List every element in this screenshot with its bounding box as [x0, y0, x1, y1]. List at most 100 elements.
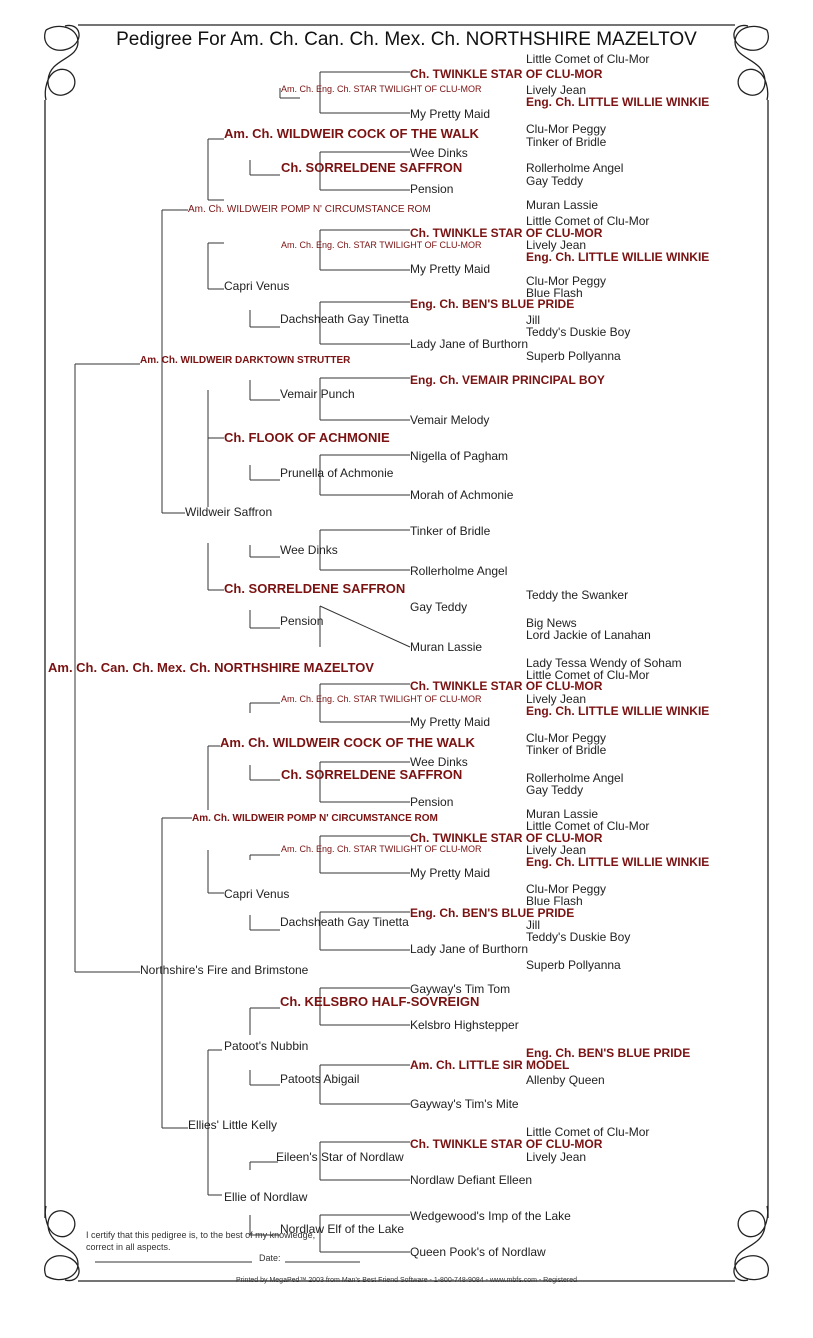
ancestor-name: Pension — [280, 614, 324, 628]
ancestor-name: Teddy's Duskie Boy — [526, 325, 631, 339]
ancestor-name: Muran Lassie — [410, 640, 483, 654]
ancestor-name: Am. Ch. WILDWEIR DARKTOWN STRUTTER — [140, 355, 351, 366]
ancestor-name: Teddy's Duskie Boy — [526, 930, 631, 944]
ancestor-name: Wildweir Saffron — [185, 505, 273, 519]
ancestor-name: Am. Ch. LITTLE SIR MODEL — [410, 1058, 570, 1072]
ancestor-name: Lively Jean — [526, 83, 587, 97]
date-label: Date: — [259, 1253, 281, 1263]
ancestor-name: Big News — [526, 616, 577, 630]
ancestor-name: Clu-Mor Peggy — [526, 274, 607, 288]
ancestor-name: Wedgewood's Imp of the Lake — [410, 1209, 571, 1223]
ancestor-name: Teddy the Swanker — [526, 588, 629, 602]
ancestor-name: Tinker of Bridle — [526, 135, 607, 149]
ancestor-name: Ch. SORRELDENE SAFFRON — [281, 767, 463, 782]
ancestor-name: Am. Ch. WILDWEIR COCK OF THE WALK — [224, 126, 479, 141]
ancestor-name: Lively Jean — [526, 238, 587, 252]
ancestor-name: Eng. Ch. LITTLE WILLIE WINKIE — [526, 95, 710, 109]
ancestor-name: Lady Jane of Burthorn — [410, 942, 529, 956]
ancestor-name: Lively Jean — [526, 843, 587, 857]
ancestor-name: Nordlaw Defiant Elleen — [410, 1173, 533, 1187]
ancestor-name: Eng. Ch. BEN'S BLUE PRIDE — [410, 297, 575, 311]
ancestor-name: Am. Ch. Eng. Ch. STAR TWILIGHT OF CLU-MO… — [281, 84, 482, 94]
ancestor-name: Lively Jean — [526, 1150, 587, 1164]
ancestor-name: Ellies' Little Kelly — [188, 1118, 277, 1132]
ancestor-name: Ch. TWINKLE STAR OF CLU-MOR — [410, 226, 603, 240]
ancestor-name: Little Comet of Clu-Mor — [526, 1125, 650, 1139]
ancestor-name: Gayway's Tim Tom — [410, 982, 511, 996]
subject-dog-name: Am. Ch. Can. Ch. Mex. Ch. NORTHSHIRE MAZ… — [48, 660, 374, 675]
ancestor-name: Eng. Ch. LITTLE WILLIE WINKIE — [526, 250, 710, 264]
certification-text: I certify that this pedigree is, to the … — [86, 1230, 316, 1240]
ancestor-name: Superb Pollyanna — [526, 958, 621, 972]
ancestor-name: Gay Teddy — [410, 600, 468, 614]
ancestor-name: Eng. Ch. VEMAIR PRINCIPAL BOY — [410, 373, 605, 387]
ancestor-name: Ellie of Nordlaw — [224, 1190, 308, 1204]
ancestor-name: Nordlaw Elf of the Lake — [280, 1222, 405, 1236]
ancestor-name: Clu-Mor Peggy — [526, 731, 607, 745]
page-title: Pedigree For Am. Ch. Can. Ch. Mex. Ch. N… — [116, 29, 697, 50]
ancestor-name: Gay Teddy — [526, 783, 584, 797]
ancestor-name: Ch. TWINKLE STAR OF CLU-MOR — [410, 679, 603, 693]
ancestor-name: Wee Dinks — [280, 543, 338, 557]
ancestor-name: Rollerholme Angel — [526, 771, 624, 785]
ancestor-name: Gayway's Tim's Mite — [410, 1097, 519, 1111]
ancestor-name: Eng. Ch. BEN'S BLUE PRIDE — [526, 1046, 691, 1060]
ancestor-name: Vemair Melody — [410, 413, 490, 427]
ancestor-name: Muran Lassie — [526, 807, 599, 821]
ancestor-name: Capri Venus — [224, 887, 290, 901]
ancestor-name: Tinker of Bridle — [410, 524, 491, 538]
ancestor-name: Am. Ch. WILDWEIR POMP N' CIRCUMSTANCE RO… — [192, 813, 438, 824]
ancestor-name: Little Comet of Clu-Mor — [526, 214, 650, 228]
ancestor-name: Blue Flash — [526, 286, 583, 300]
ancestor-name: Am. Ch. Eng. Ch. STAR TWILIGHT OF CLU-MO… — [281, 240, 482, 250]
ancestor-name: Vemair Punch — [280, 387, 355, 401]
ancestor-name: Allenby Queen — [526, 1073, 605, 1087]
ancestor-name: Rollerholme Angel — [410, 564, 508, 578]
ancestor-name: Am. Ch. Eng. Ch. STAR TWILIGHT OF CLU-MO… — [281, 844, 482, 854]
ancestor-name: Patoots Abigail — [280, 1072, 360, 1086]
ancestor-name: Ch. TWINKLE STAR OF CLU-MOR — [410, 67, 603, 81]
ancestor-name: Eng. Ch. LITTLE WILLIE WINKIE — [526, 855, 710, 869]
ancestor-name: Clu-Mor Peggy — [526, 122, 607, 136]
ancestor-name: Pension — [410, 182, 454, 196]
ancestor-name: Superb Pollyanna — [526, 349, 621, 363]
ancestor-name: Tinker of Bridle — [526, 743, 607, 757]
ancestor-name: Am. Ch. Eng. Ch. STAR TWILIGHT OF CLU-MO… — [281, 694, 482, 704]
ancestor-name: My Pretty Maid — [410, 262, 491, 276]
ancestor-name: My Pretty Maid — [410, 107, 491, 121]
ancestor-name: Queen Pook's of Nordlaw — [410, 1245, 546, 1259]
ancestor-name: Pension — [410, 795, 454, 809]
ancestor-name: Am. Ch. WILDWEIR COCK OF THE WALK — [220, 735, 475, 750]
ancestor-name: Rollerholme Angel — [526, 161, 624, 175]
ancestor-name: Jill — [526, 313, 540, 327]
ancestor-name: Muran Lassie — [526, 198, 599, 212]
ancestor-name: Nigella of Pagham — [410, 449, 509, 463]
ancestor-name: Gay Teddy — [526, 174, 584, 188]
ancestor-name: Ch. SORRELDENE SAFFRON — [281, 160, 463, 175]
ancestor-name: Dachsheath Gay Tinetta — [280, 915, 409, 929]
ancestor-name: Morah of Achmonie — [410, 488, 514, 502]
ancestor-name: Kelsbro Highstepper — [410, 1018, 519, 1032]
ancestor-name: Lady Tessa Wendy of Soham — [526, 656, 682, 670]
ancestor-name: Ch. SORRELDENE SAFFRON — [224, 581, 406, 596]
ancestor-name: Capri Venus — [224, 279, 290, 293]
ancestor-name: Northshire's Fire and Brimstone — [140, 963, 309, 977]
ancestor-name: Lady Jane of Burthorn — [410, 337, 529, 351]
ancestor-name: Eng. Ch. BEN'S BLUE PRIDE — [410, 906, 575, 920]
ancestor-name: Ch. KELSBRO HALF-SOVREIGN — [280, 994, 480, 1009]
ancestor-name: Eng. Ch. LITTLE WILLIE WINKIE — [526, 704, 710, 718]
ancestor-name: Little Comet of Clu-Mor — [526, 819, 650, 833]
ancestor-name: Wee Dinks — [410, 755, 468, 769]
ancestor-name: Ch. TWINKLE STAR OF CLU-MOR — [410, 831, 603, 845]
ancestor-name: Eileen's Star of Nordlaw — [276, 1150, 404, 1164]
ancestor-name: Little Comet of Clu-Mor — [526, 668, 650, 682]
ancestor-name: Clu-Mor Peggy — [526, 882, 607, 896]
ancestor-name: My Pretty Maid — [410, 715, 491, 729]
ancestor-name: Patoot's Nubbin — [224, 1039, 309, 1053]
ancestor-name: My Pretty Maid — [410, 866, 491, 880]
ancestor-name: Little Comet of Clu-Mor — [526, 52, 650, 66]
footer-credits: Printed by MegaPed™ 2003 from Man's Best… — [236, 1277, 577, 1284]
ancestor-name: Wee Dinks — [410, 146, 468, 160]
ancestor-name: Jill — [526, 918, 540, 932]
